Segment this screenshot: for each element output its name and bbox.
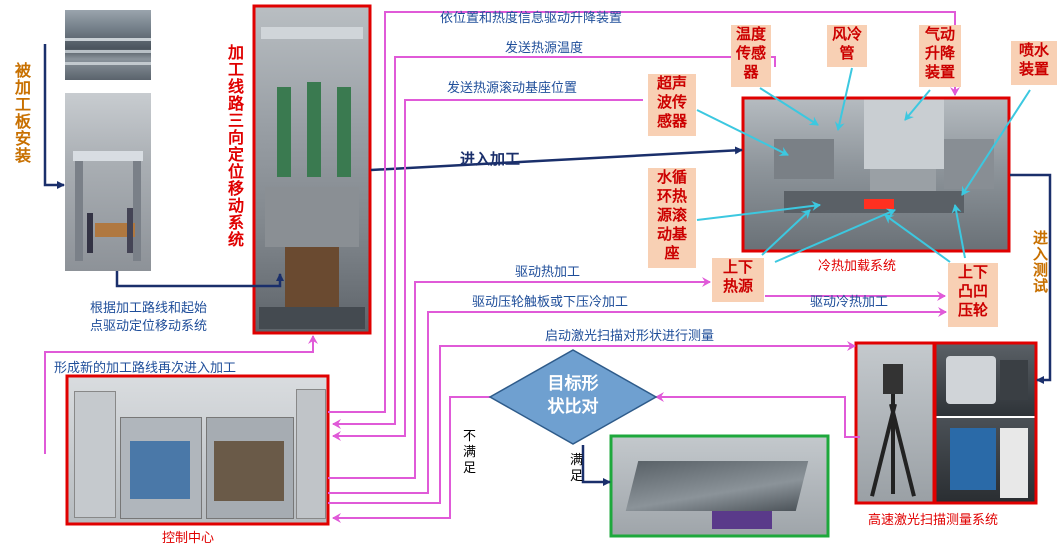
label-start-laser: 启动激光扫描对形状进行测量 <box>545 329 714 344</box>
heat-cool-system-label: 冷热加载系统 <box>818 259 896 274</box>
pointer-roller-1 <box>884 214 951 263</box>
pointer-heat-1 <box>761 209 811 256</box>
arrow-scan-result <box>655 392 860 438</box>
enter-test-label: 进入测试 <box>1031 230 1049 294</box>
install-label: 被加工板安装 <box>12 62 31 164</box>
arrow-start-laser <box>328 341 856 504</box>
pointer-heat-2 <box>774 208 896 263</box>
tag-pneumatic: 气动 升降 装置 <box>919 25 961 87</box>
compare-text-1: 目标形 <box>548 373 599 394</box>
pointer-ultrasonic <box>696 109 789 156</box>
arrow-install <box>43 44 65 189</box>
compare-diamond <box>488 349 658 445</box>
tag-air-pipe: 风冷 管 <box>827 25 867 67</box>
control-cabinet-photo <box>68 377 327 523</box>
label-drive-positioning-2: 点驱动定位移动系统 <box>90 319 207 334</box>
arrow-send-base <box>332 99 643 441</box>
laser-frame-right <box>933 341 1038 505</box>
tag-spray: 喷水 装置 <box>1011 41 1057 85</box>
steel-plates-photo <box>65 10 151 80</box>
plate-frame <box>609 434 830 538</box>
pointer-roller-2 <box>951 204 966 259</box>
positioning-label: 加工线路三向定位移动系统 <box>225 44 244 248</box>
positioning-frame <box>252 4 372 335</box>
faro-screen-photo <box>936 418 1035 502</box>
arrow-satisfied <box>581 445 611 486</box>
arrow-not-satisfied <box>332 396 490 523</box>
control-frame <box>65 374 330 526</box>
control-center-label: 控制中心 <box>162 531 214 546</box>
gantry-machine-photo <box>65 93 151 271</box>
label-send-base: 发送热源滚动基座位置 <box>447 80 577 96</box>
arrow-new-route <box>44 335 318 454</box>
laser-system-label: 高速激光扫描测量系统 <box>868 512 998 528</box>
tag-temp-sensor: 温度 传感 器 <box>731 25 771 87</box>
label-drive-positioning-1: 根据加工路线和起始 <box>90 300 207 316</box>
label-drive-heat: 驱动热加工 <box>515 265 580 280</box>
arrow-send-temp <box>332 56 776 429</box>
arrow-drive-roller <box>328 307 947 494</box>
pointer-pneumatic <box>904 89 931 121</box>
heat-cool-frame <box>741 96 1011 253</box>
pointer-water-base <box>696 201 821 221</box>
arrow-enter-test <box>1010 173 1052 384</box>
label-not-ok: 不满足 <box>463 429 476 476</box>
tag-heat-source: 上下 热源 <box>712 258 764 302</box>
laser-tripod-photo <box>857 344 933 502</box>
label-enter-processing: 进入加工 <box>460 150 520 168</box>
deformed-plate-photo <box>612 437 827 535</box>
arrow-drive-heat <box>328 277 711 479</box>
pointer-air <box>834 67 853 131</box>
label-ok: 满足 <box>570 453 583 484</box>
label-send-temp: 发送热源温度 <box>505 40 583 56</box>
heat-cool-system-photo <box>744 99 1008 250</box>
pointer-spray <box>961 89 1031 196</box>
pointer-temp <box>759 87 819 126</box>
label-drive-lift: 依位置和热度信息驱动升降装置 <box>440 10 622 26</box>
label-cool-heat: 驱动冷热加工 <box>810 295 888 310</box>
positioning-machine-photo <box>255 7 369 332</box>
arrow-drive-lift <box>328 11 960 413</box>
faro-scanner-photo <box>936 344 1035 416</box>
laser-frame-left <box>854 341 936 505</box>
compare-text-2: 状比对 <box>548 396 599 417</box>
arrow-enter-processing <box>370 146 743 172</box>
label-new-route: 形成新的加工路线再次进入加工 <box>54 360 236 376</box>
tag-ultrasonic: 超声 波传 感器 <box>648 74 696 136</box>
arrow-drive-positioning <box>115 271 284 288</box>
label-drive-roller: 驱动压轮触板或下压冷加工 <box>472 295 628 310</box>
tag-roller: 上下 凸凹 压轮 <box>948 263 998 327</box>
tag-water-base: 水循 环热 源滚 动基 座 <box>648 168 696 268</box>
